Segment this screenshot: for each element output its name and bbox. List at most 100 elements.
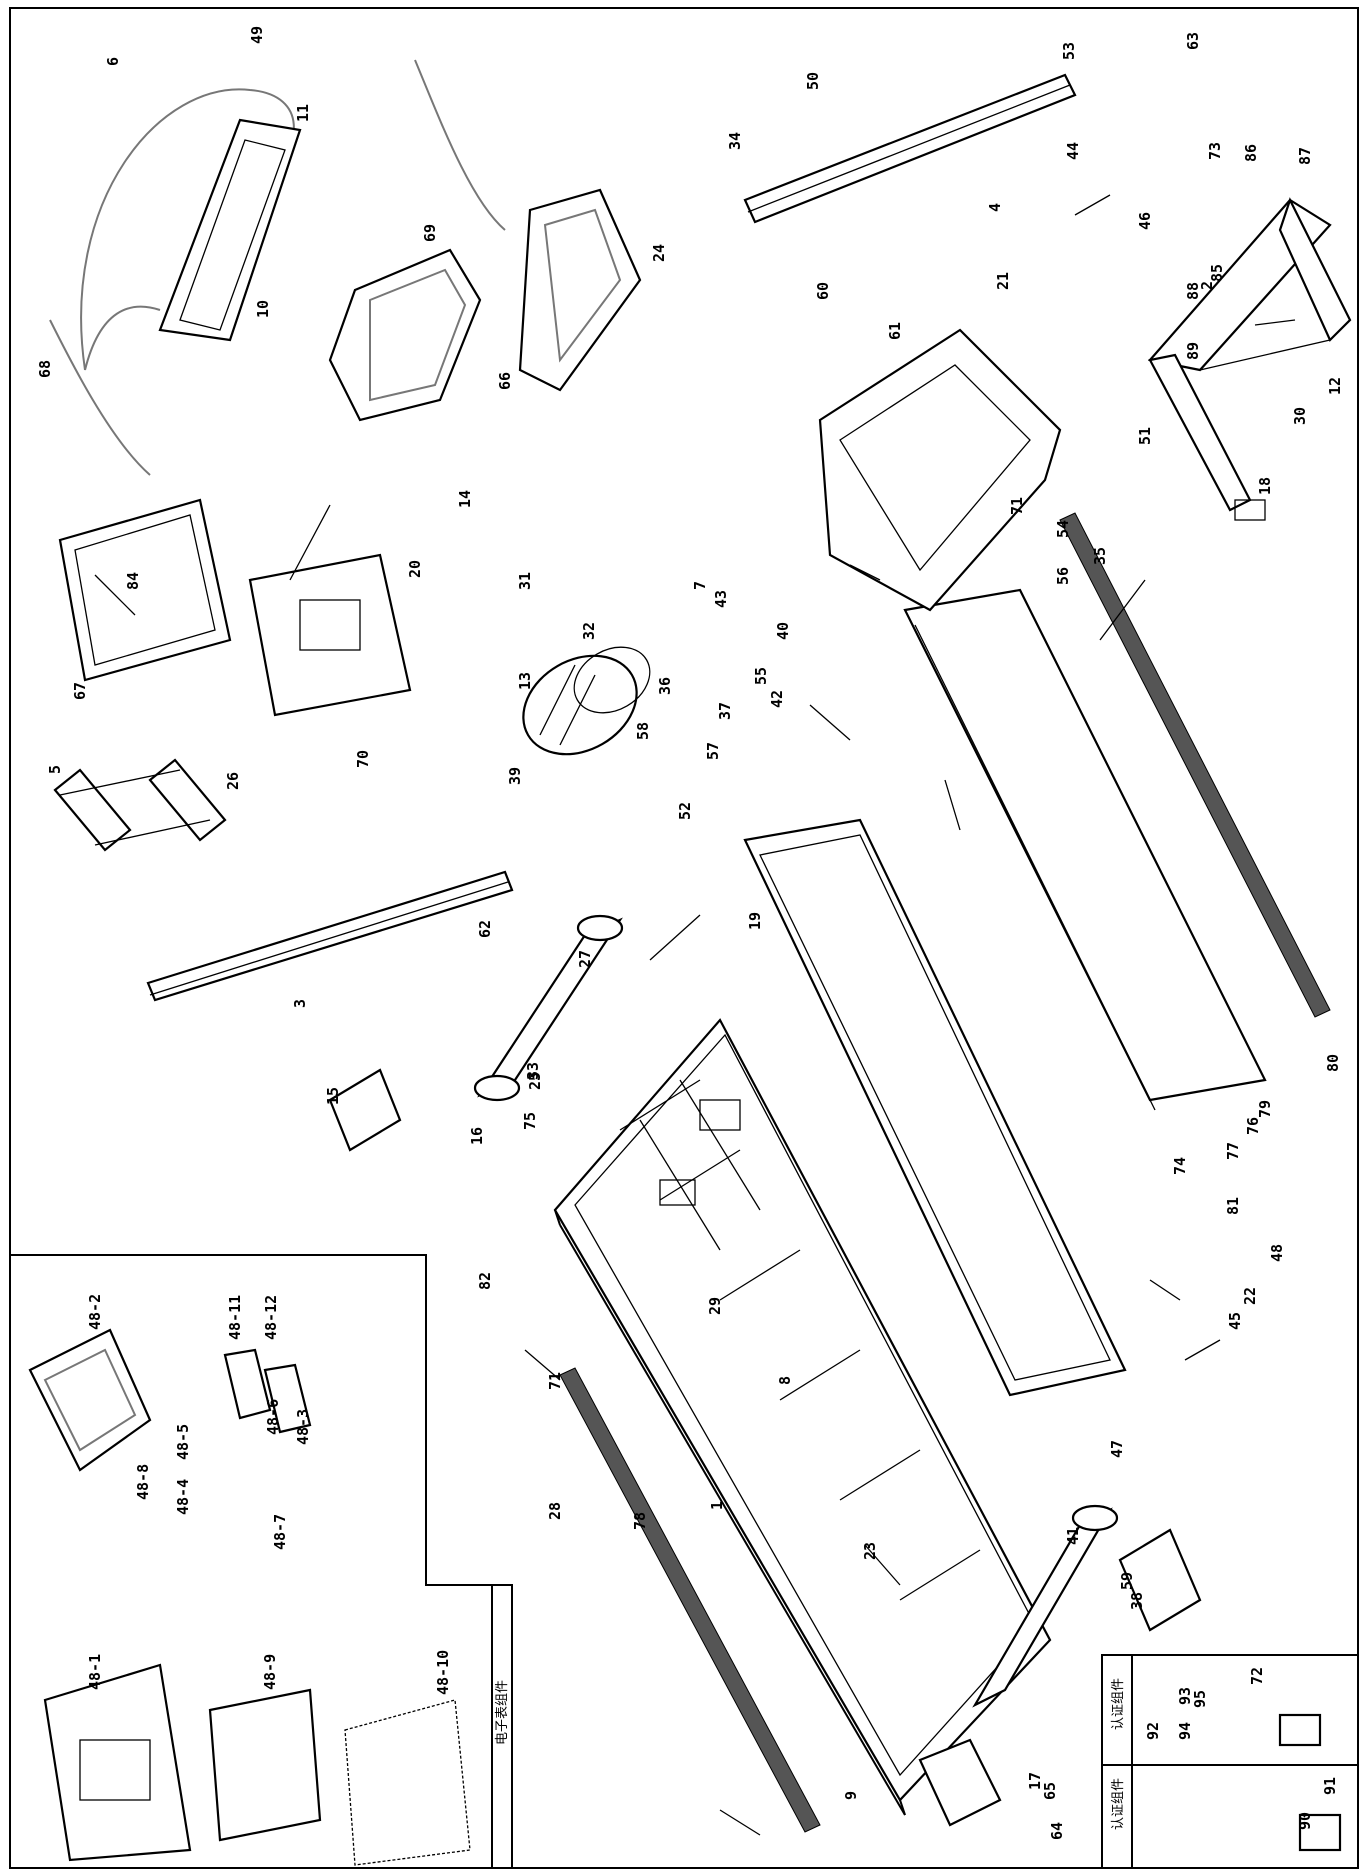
label-52: 52 [676, 802, 694, 820]
label-48-4: 48-4 [174, 1479, 192, 1515]
label-49: 49 [248, 26, 266, 44]
label-73: 73 [1206, 142, 1224, 160]
label-16: 16 [468, 1127, 486, 1145]
label-40: 40 [774, 622, 792, 640]
deck-board [903, 588, 1267, 1111]
label-72: 72 [1248, 1667, 1266, 1685]
bracket-5 [53, 758, 227, 852]
drive-motor [522, 646, 651, 756]
leader-lines [94, 194, 1296, 1836]
label-87: 87 [1296, 147, 1314, 165]
control-board [208, 1688, 322, 1842]
handlebar-left [49, 319, 151, 476]
part-labels: 1 2 3 4 5 6 7 8 9 10 11 12 13 14 15 16 1… [36, 26, 1344, 1840]
label-3: 3 [291, 999, 309, 1008]
label-14: 14 [456, 490, 474, 508]
cert-assembly-title-b: 认证组件 [1111, 1778, 1126, 1830]
label-48-3: 48-3 [294, 1409, 312, 1445]
front-cap-left [918, 1738, 1002, 1827]
label-33: 33 [524, 1062, 542, 1080]
label-75: 75 [521, 1112, 539, 1130]
label-23: 23 [861, 1542, 879, 1560]
label-48-8: 48-8 [134, 1464, 152, 1500]
label-46: 46 [1136, 212, 1154, 230]
label-39: 39 [506, 767, 524, 785]
label-86: 86 [1242, 144, 1260, 162]
label-13: 13 [516, 672, 534, 690]
side-rail-left [559, 1367, 821, 1833]
rear-cap-right [1118, 1528, 1202, 1632]
upright-left [146, 870, 514, 1002]
label-85: 85 [1208, 264, 1226, 282]
label-91: 91 [1321, 1777, 1339, 1795]
label-20: 20 [406, 560, 424, 578]
label-88: 88 [1184, 282, 1202, 300]
label-36: 36 [656, 677, 674, 695]
label-57: 57 [704, 742, 722, 760]
label-94: 94 [1176, 1722, 1194, 1740]
label-25: 25 [526, 1072, 544, 1090]
label-8: 8 [776, 1376, 794, 1385]
label-7: 7 [691, 581, 709, 590]
label-29: 29 [706, 1297, 724, 1315]
rear-cap-left [328, 1068, 402, 1152]
label-48-7: 48-7 [271, 1514, 289, 1550]
label-51: 51 [1136, 427, 1154, 445]
label-62: 62 [476, 920, 494, 938]
main-frame [553, 1018, 1052, 1816]
label-82: 82 [476, 1272, 494, 1290]
label-45: 45 [1226, 1312, 1244, 1330]
label-60: 60 [814, 282, 832, 300]
label-79: 79 [1256, 1100, 1274, 1118]
label-78: 78 [631, 1512, 649, 1530]
label-58: 58 [634, 722, 652, 740]
label-63: 63 [1184, 32, 1202, 50]
button-pads [223, 1348, 312, 1434]
console-cover-front [328, 248, 482, 422]
label-26: 26 [224, 772, 242, 790]
label-38: 38 [1128, 1592, 1146, 1610]
label-37: 37 [716, 702, 734, 720]
cert-assembly-title-a: 认证组件 [1111, 1678, 1126, 1730]
label-21: 21 [994, 272, 1012, 290]
label-22: 22 [1241, 1287, 1259, 1305]
label-9: 9 [842, 1791, 860, 1800]
label-67: 67 [71, 682, 89, 700]
console-back-frame [58, 498, 232, 682]
label-17: 17 [1026, 1772, 1044, 1790]
electronic-panel-border [10, 1254, 513, 1868]
label-30: 30 [1291, 407, 1309, 425]
label-93: 93 [1176, 1687, 1194, 1705]
running-deck [743, 818, 1127, 1397]
label-71-b: 71 [546, 1372, 564, 1390]
label-77: 77 [1224, 1142, 1242, 1160]
label-50: 50 [804, 72, 822, 90]
label-81: 81 [1224, 1197, 1242, 1215]
label-80: 80 [1324, 1054, 1342, 1072]
label-68: 68 [36, 360, 54, 378]
console-frame [80, 88, 302, 371]
label-6: 6 [104, 57, 122, 66]
label-61: 61 [886, 322, 904, 340]
label-41: 41 [1064, 1527, 1082, 1545]
label-44: 44 [1064, 142, 1082, 160]
console-housing-assembly [28, 1328, 152, 1472]
label-70: 70 [354, 750, 372, 768]
label-32: 32 [580, 622, 598, 640]
label-48-9: 48-9 [261, 1654, 279, 1690]
label-35: 35 [1091, 547, 1109, 565]
label-48-6: 48-6 [264, 1399, 282, 1435]
label-24: 24 [650, 244, 668, 262]
label-19: 19 [746, 912, 764, 930]
label-76: 76 [1244, 1117, 1262, 1135]
label-66: 66 [496, 372, 514, 390]
motor-hood [818, 328, 1062, 612]
front-roller [972, 1504, 1119, 1708]
cert-part-bracket [1278, 1713, 1342, 1852]
label-15: 15 [324, 1087, 342, 1105]
label-92: 92 [1144, 1722, 1162, 1740]
label-53: 53 [1060, 42, 1078, 60]
label-56: 56 [1054, 567, 1072, 585]
label-31: 31 [516, 572, 534, 590]
label-47: 47 [1108, 1440, 1126, 1458]
